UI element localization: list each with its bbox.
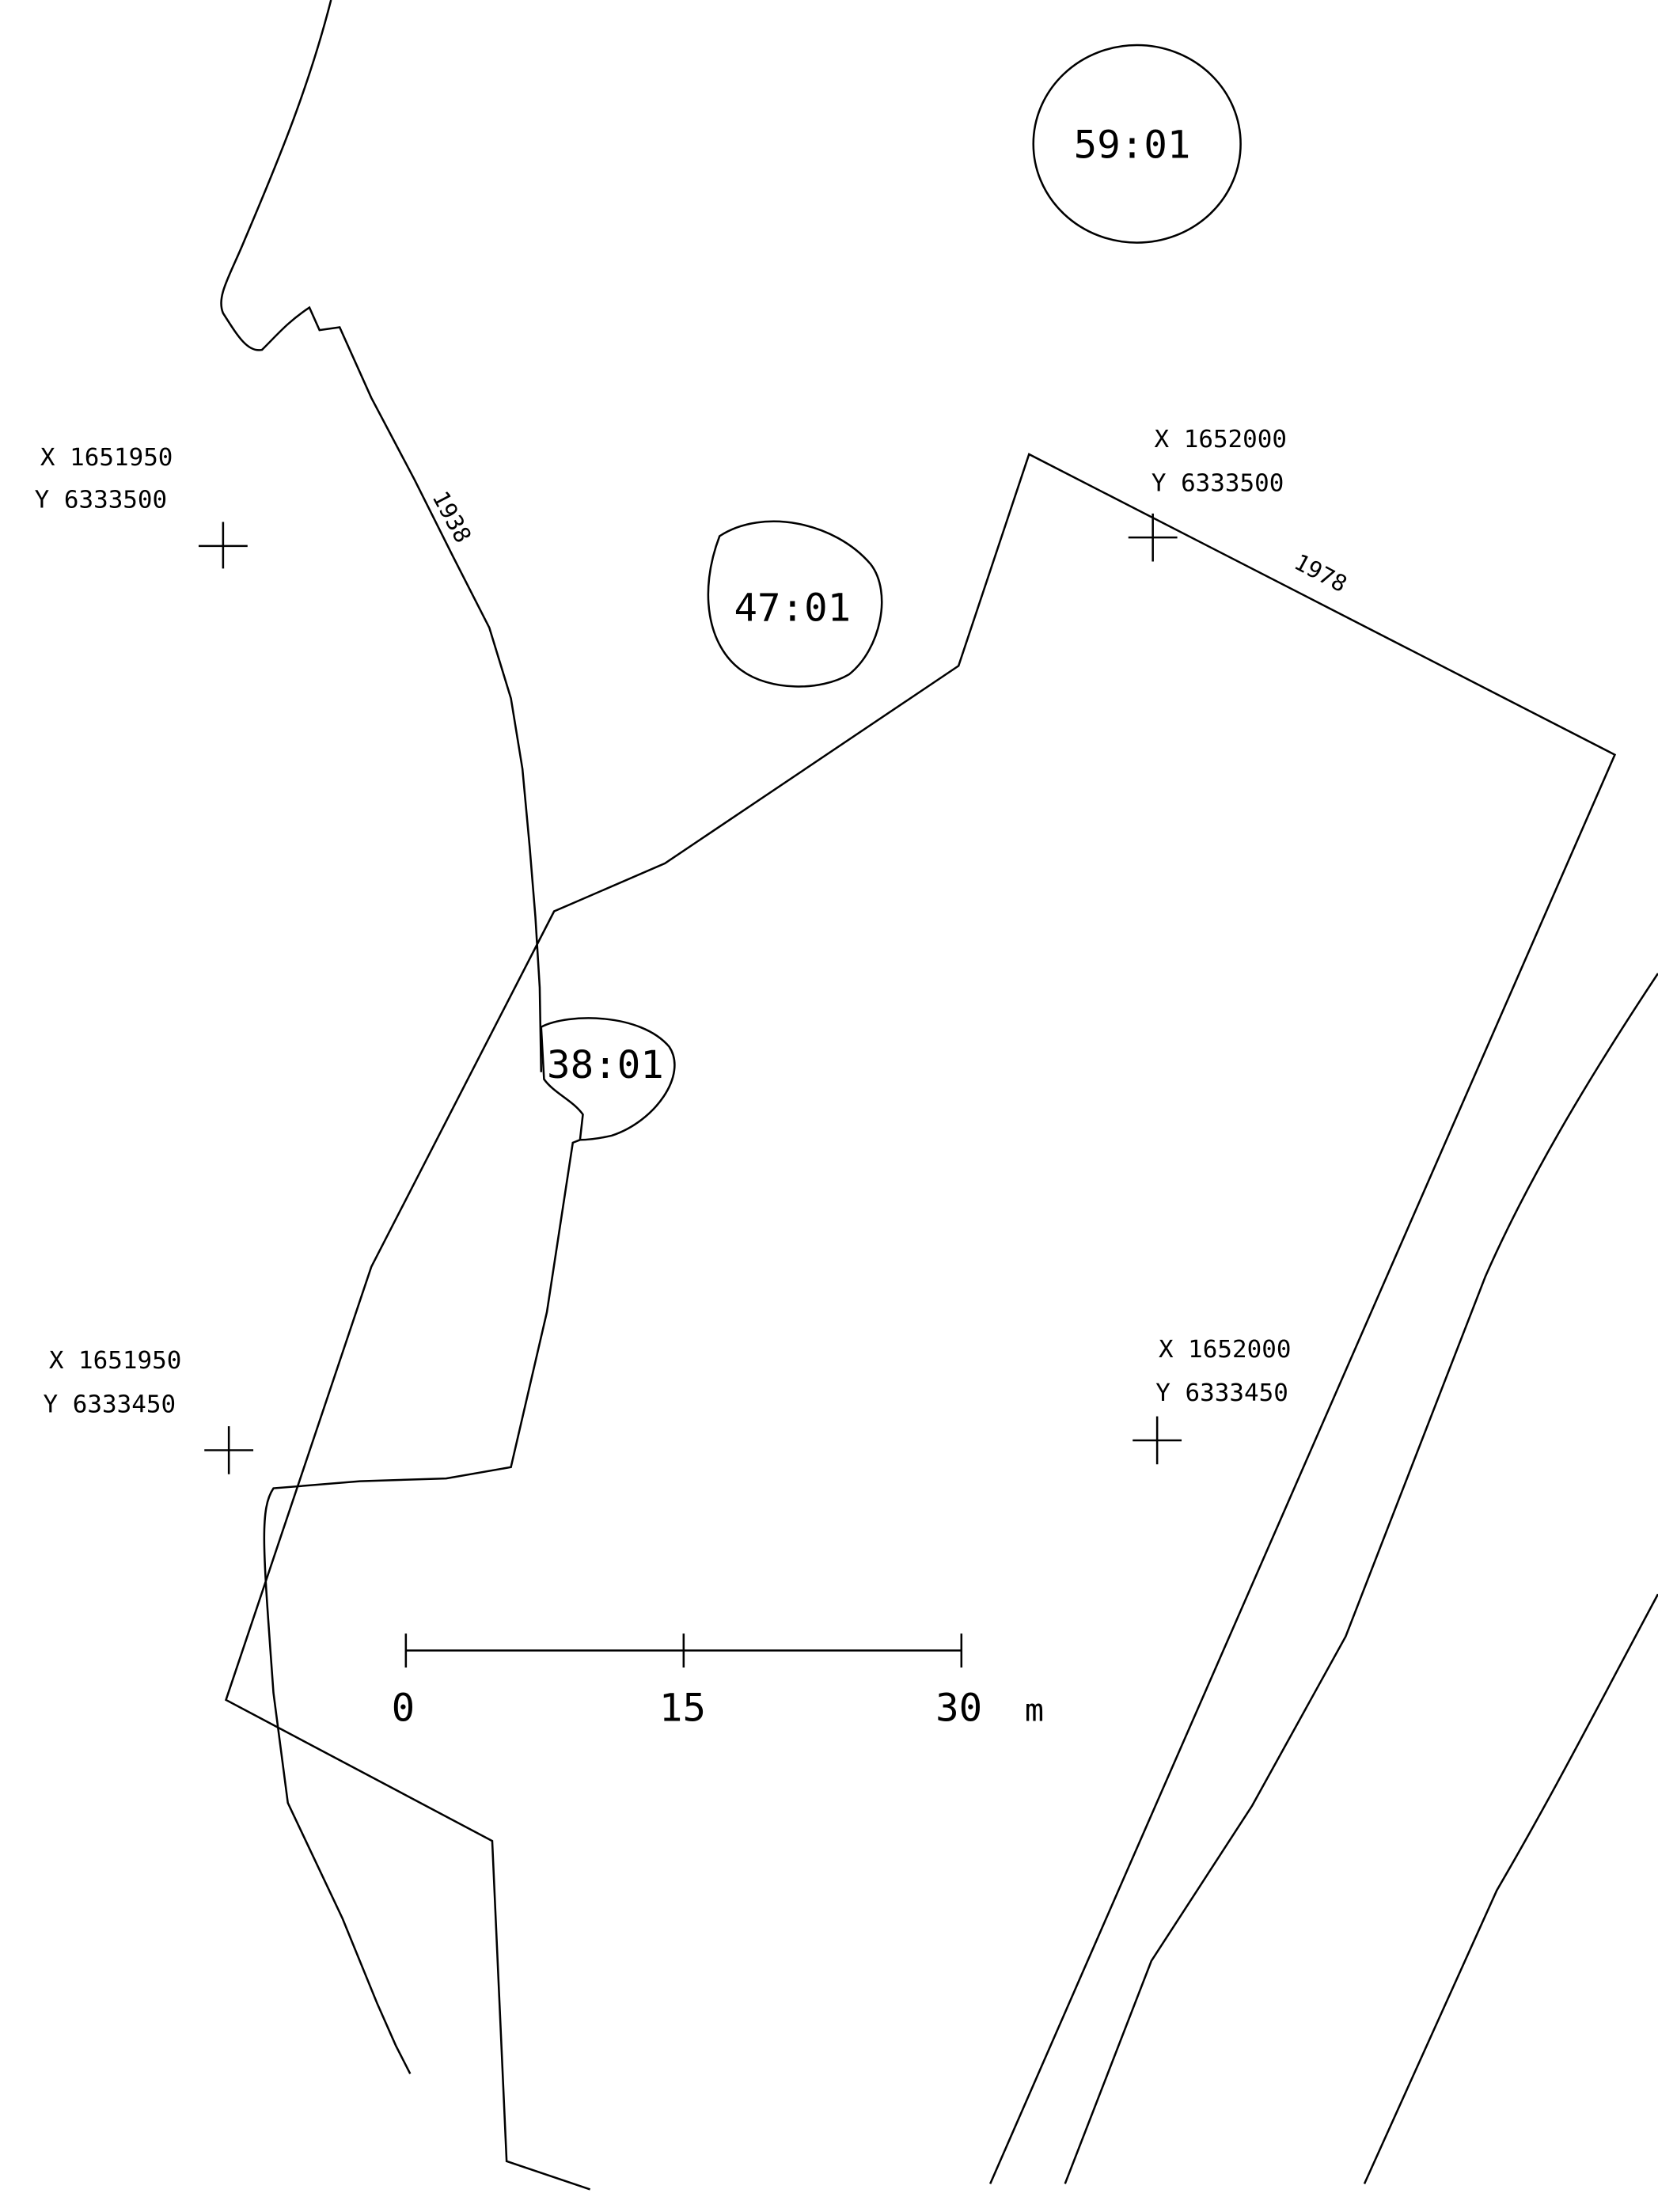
grid-point: X 1652000 Y 6333450	[1133, 1336, 1292, 1465]
boundary-year-label: 1978	[1290, 548, 1352, 598]
crosshair-icon	[1128, 513, 1178, 562]
svg-text:Y 6333500: Y 6333500	[1151, 470, 1284, 498]
boundary-1938-line	[220, 0, 543, 1072]
grid-point: X 1651950 Y 6333500	[35, 445, 248, 569]
parcel-label: 59:01	[1074, 123, 1191, 167]
svg-text:0: 0	[392, 1687, 415, 1730]
grid-point: X 1652000 Y 6333500	[1128, 426, 1287, 562]
svg-text:X 1651950: X 1651950	[49, 1347, 182, 1375]
parcel-label: 38:01	[547, 1043, 664, 1087]
scale-bar: 0 15 30 m	[392, 1633, 1044, 1731]
parcel-59-01-outline	[1032, 44, 1242, 244]
svg-text:X 1652000: X 1652000	[1159, 1336, 1292, 1364]
svg-text:Y 6333450: Y 6333450	[44, 1391, 176, 1419]
contour-line-2	[1363, 1593, 1658, 2184]
svg-text:Y 6333450: Y 6333450	[1155, 1379, 1288, 1407]
svg-text:m: m	[1025, 1693, 1044, 1729]
parcel-47-01-outline	[707, 520, 883, 688]
grid-point: X 1651950 Y 6333450	[44, 1347, 254, 1474]
crosshair-icon	[198, 522, 248, 569]
svg-text:Y 6333500: Y 6333500	[35, 487, 168, 514]
boundary-year-label: 1938	[427, 487, 476, 547]
svg-text:X 1652000: X 1652000	[1154, 426, 1287, 453]
parcel-38-01-outline	[540, 1017, 676, 1141]
boundary-inner-line	[263, 1139, 581, 2074]
crosshair-icon	[204, 1426, 254, 1474]
parcel-label: 47:01	[734, 586, 851, 630]
svg-text:15: 15	[659, 1687, 706, 1730]
boundary-main-line	[224, 453, 1617, 2191]
contour-line-1	[1064, 973, 1658, 2184]
crosshair-icon	[1133, 1416, 1182, 1465]
svg-text:30: 30	[935, 1687, 982, 1730]
svg-text:X 1651950: X 1651950	[40, 445, 173, 472]
